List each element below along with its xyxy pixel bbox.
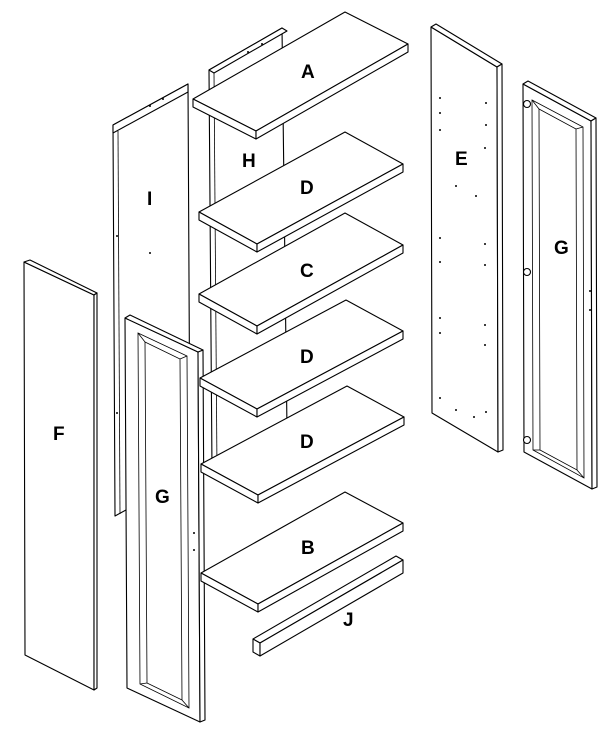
label-f: F <box>53 424 65 445</box>
part-a-top-shelf <box>192 11 409 140</box>
label-g-right: G <box>554 238 569 259</box>
part-d-shelf-2 <box>199 299 404 418</box>
part-g-door-left <box>124 314 206 723</box>
label-d-3: D <box>300 432 314 453</box>
label-j: J <box>343 610 354 631</box>
label-a: A <box>301 62 315 83</box>
label-e: E <box>455 149 468 170</box>
label-g-left: G <box>155 487 170 508</box>
hinge-icon <box>522 435 532 445</box>
label-d-1: D <box>300 178 314 199</box>
hinge-icon <box>522 267 532 277</box>
part-f-side-panel <box>23 259 98 691</box>
label-i: I <box>147 189 152 210</box>
part-d-shelf-3 <box>200 385 405 504</box>
part-b-bottom-shelf <box>200 491 404 613</box>
label-c: C <box>300 261 314 282</box>
label-h: H <box>242 151 256 172</box>
part-e-side-panel <box>430 23 504 453</box>
label-d-2: D <box>300 347 314 368</box>
part-g-door-right <box>522 80 598 490</box>
label-b: B <box>301 538 315 559</box>
hinge-icon <box>522 99 532 109</box>
part-d-shelf-1 <box>198 131 404 253</box>
part-c-shelf <box>198 212 404 335</box>
part-j-kick-plate <box>252 555 404 657</box>
